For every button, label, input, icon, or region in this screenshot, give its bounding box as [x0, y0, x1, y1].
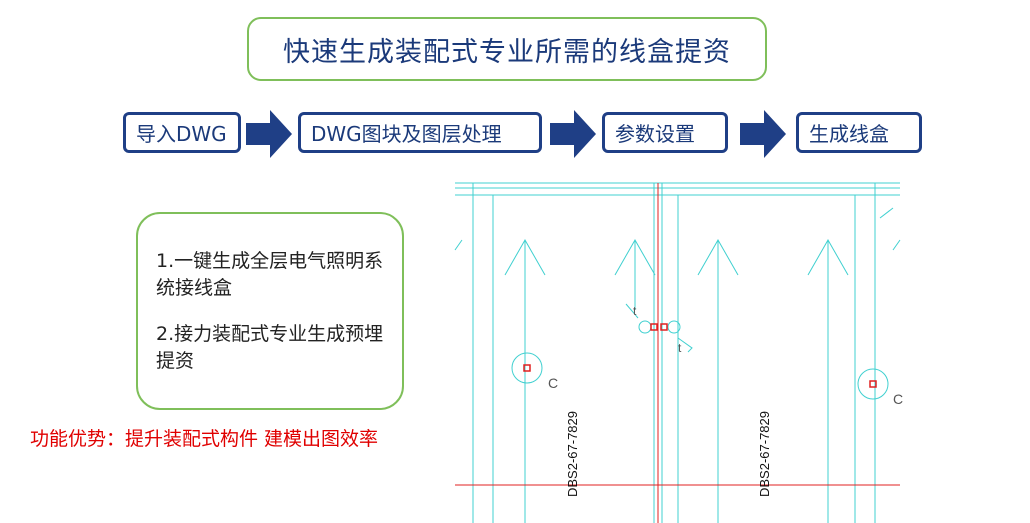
- feature-list: 1.一键生成全层电气照明系统接线盒 2.接力装配式专业生成预埋提资: [136, 212, 404, 410]
- symbol-label: C: [893, 391, 903, 407]
- arrow-right-icon: [246, 110, 292, 158]
- drawing-label: DBS2-67-7829: [565, 411, 580, 497]
- page-title: 快速生成装配式专业所需的线盒提资: [247, 17, 767, 81]
- feature-item: 2.接力装配式专业生成预埋提资: [156, 323, 384, 372]
- advantage-text: 功能优势：提升装配式构件 建模出图效率: [30, 428, 379, 450]
- feature-item: 1.一键生成全层电气照明系统接线盒: [156, 250, 384, 299]
- step-generate-junction-box: 生成线盒: [796, 112, 922, 153]
- step-parameter-settings: 参数设置: [602, 112, 728, 153]
- arrow-right-icon: [550, 110, 596, 158]
- symbol-label: t: [678, 341, 682, 355]
- symbol-label: C: [548, 375, 558, 391]
- drawing-label: DBS2-67-7829: [757, 411, 772, 497]
- arrow-right-icon: [740, 110, 786, 158]
- symbol-label: t: [633, 304, 637, 318]
- step-block-layer-processing: DWG图块及图层处理: [298, 112, 542, 153]
- step-import-dwg: 导入DWG: [123, 112, 241, 153]
